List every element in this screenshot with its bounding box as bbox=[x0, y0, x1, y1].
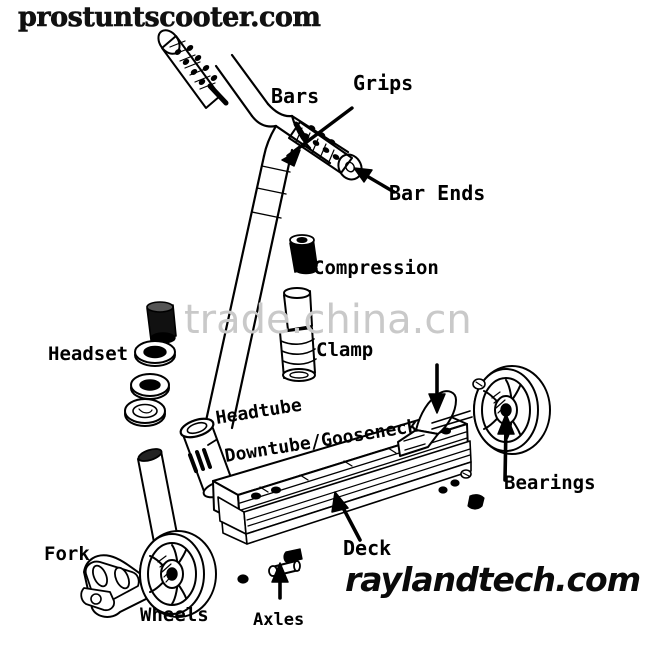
label-compression: Compression bbox=[313, 257, 439, 279]
label-bars: Bars bbox=[271, 84, 320, 108]
label-clamp: Clamp bbox=[316, 339, 374, 361]
watermark-raylandtech: raylandtech.com bbox=[345, 560, 641, 599]
label-headtube: Headtube bbox=[214, 394, 304, 429]
label-grips: Grips bbox=[353, 71, 414, 95]
label-headset: Headset bbox=[48, 343, 129, 365]
label-bar-ends: Bar Ends bbox=[389, 181, 486, 205]
label-downtube-gooseneck: Downtube/Gooseneck bbox=[223, 415, 420, 467]
label-deck: Deck bbox=[343, 536, 392, 560]
label-axles: Axles bbox=[253, 610, 305, 630]
label-wheels: Wheels bbox=[140, 604, 209, 626]
label-bearings: Bearings bbox=[504, 472, 596, 494]
label-fork: Fork bbox=[44, 543, 90, 565]
watermark-prostuntscooter: prostuntscooter.com bbox=[18, 2, 322, 34]
watermark-trade-china-cn: trade.china.cn bbox=[184, 297, 472, 343]
